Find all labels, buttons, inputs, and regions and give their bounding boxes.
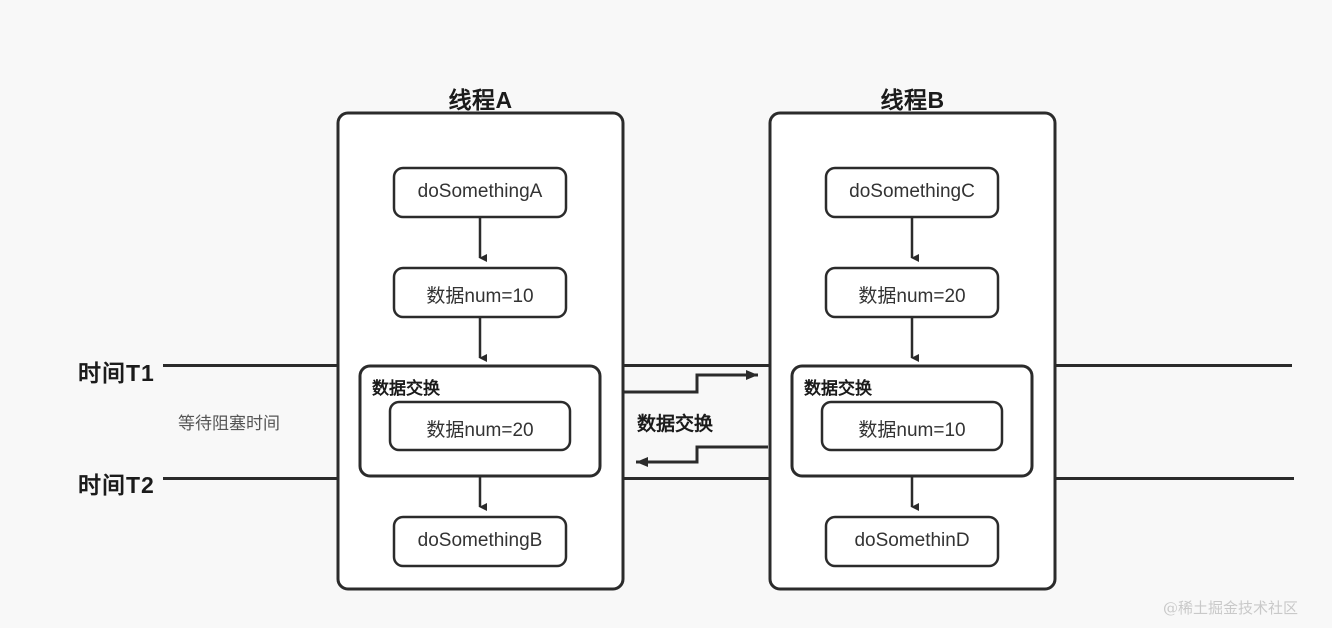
middle-exchange-label: 数据交换 (637, 414, 714, 435)
thread-b-exchange-title: 数据交换 (804, 379, 872, 398)
thread-b-exchange-value: 数据num=10 (858, 420, 966, 441)
exchange-arrow-b-to-a (636, 445, 768, 467)
timeline-t1-label: 时间T1 (78, 360, 155, 386)
thread-b-node-do-something-c: doSomethingC (849, 181, 975, 202)
thread-a-node-data-num: 数据num=10 (426, 286, 534, 307)
wait-block-time-label: 等待阻塞时间 (178, 414, 280, 433)
timeline-t2-label: 时间T2 (78, 472, 155, 498)
thread-b-title: 线程B (880, 87, 945, 113)
thread-b-exchange-inner-box (820, 400, 1004, 452)
thread-b-node-3-box (824, 515, 1000, 568)
thread-a-exchange-inner-box (388, 400, 572, 452)
thread-a-exchange-title: 数据交换 (372, 379, 440, 398)
thread-a-node-do-something-a: doSomethingA (417, 181, 543, 202)
thread-b-node-data-num: 数据num=20 (858, 286, 966, 307)
thread-a-node-3-box (392, 515, 568, 568)
thread-a-exchange-value: 数据num=20 (426, 420, 534, 441)
thread-a-title: 线程A (448, 87, 513, 113)
exchange-arrow-a-to-b (624, 370, 758, 394)
thread-a-node-do-something-b: doSomethingB (417, 530, 543, 551)
thread-b-node-do-something-d: doSomethinD (854, 530, 970, 551)
watermark: @稀土掘金技术社区 (1163, 599, 1299, 617)
